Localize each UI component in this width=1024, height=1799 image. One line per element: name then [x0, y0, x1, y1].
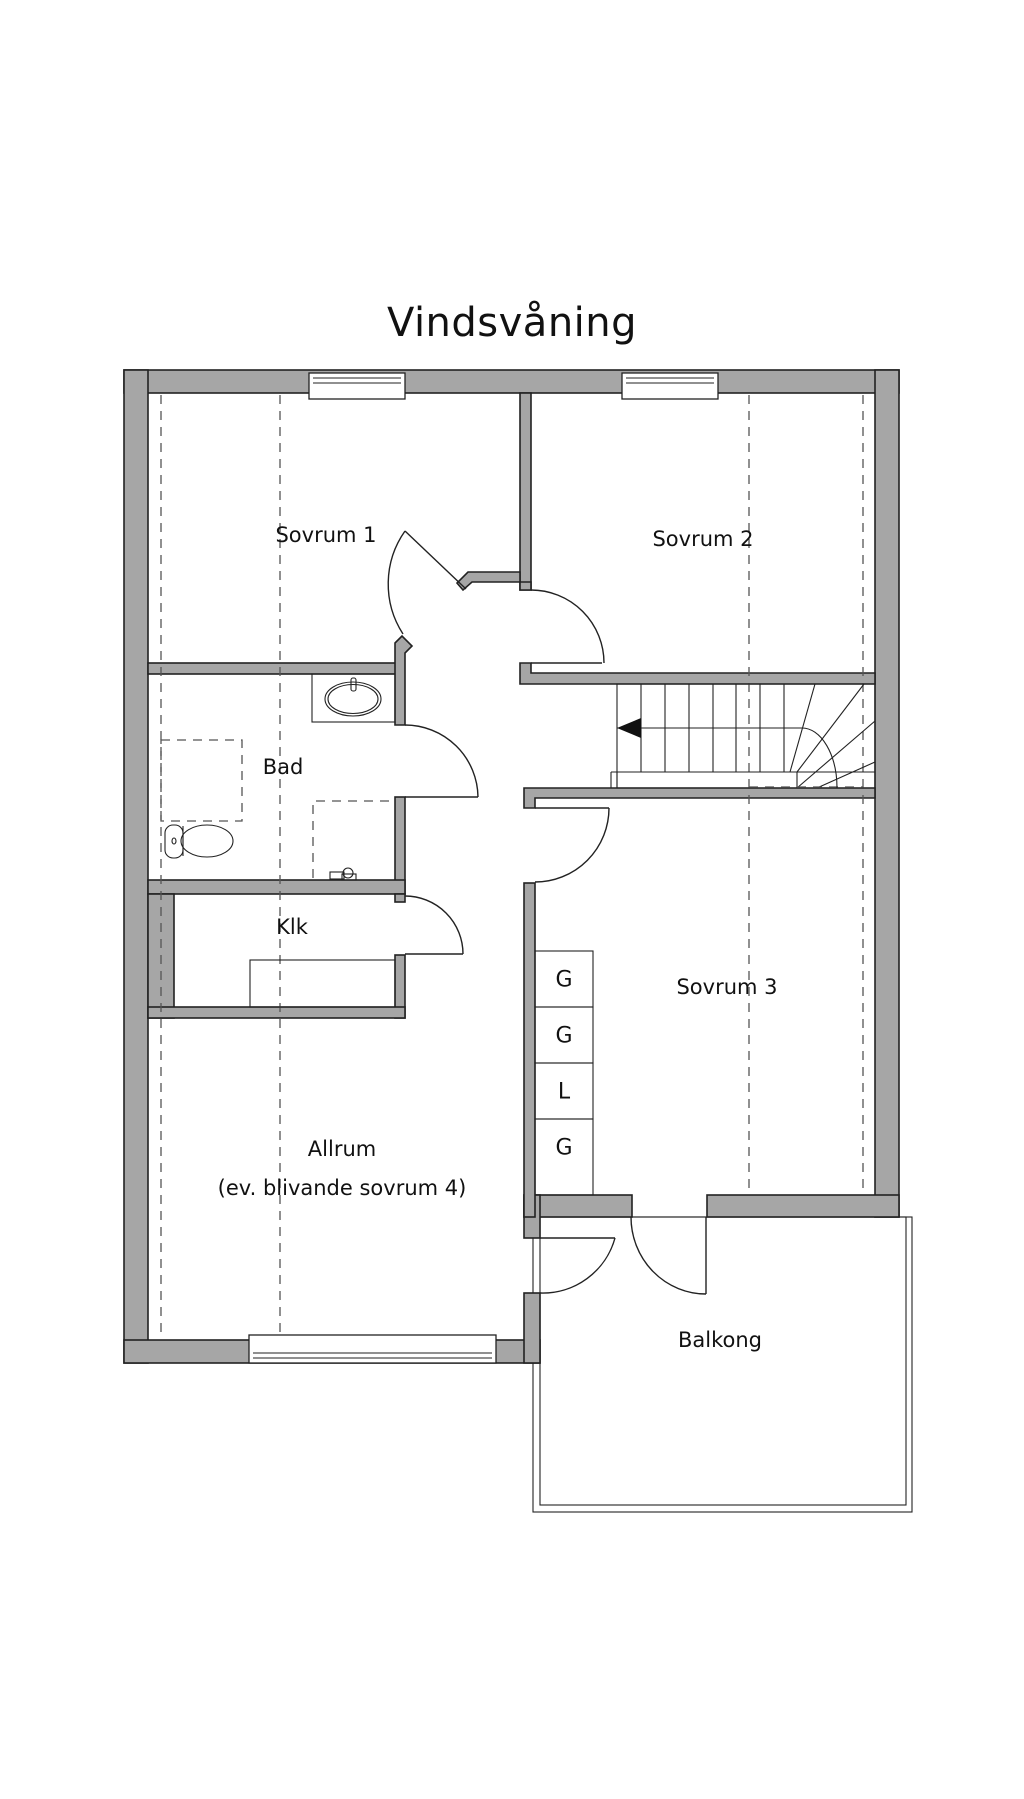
interior-walls	[147, 392, 876, 1218]
room-label-klk: Klk	[276, 915, 308, 940]
balcony-outline	[532, 1216, 913, 1513]
closet-label: G	[555, 967, 573, 993]
window-icon	[621, 372, 719, 400]
outer-walls	[123, 369, 900, 1364]
closet-label: G	[555, 1023, 573, 1049]
room-label-allrum-note: (ev. blivande sovrum 4)	[217, 1176, 467, 1201]
room-label-balkong: Balkong	[677, 1328, 763, 1353]
room-label-sovrum-3: Sovrum 3	[676, 975, 778, 1000]
door-swing-icon	[387, 530, 467, 635]
door-swing-icon	[530, 589, 605, 664]
room-label-sovrum-1: Sovrum 1	[275, 523, 377, 548]
klk-shelf	[249, 959, 396, 1008]
faucet-icon	[329, 867, 357, 881]
closet-block	[534, 950, 594, 1196]
door-swing-icon	[539, 1237, 616, 1294]
closet-label: G	[555, 1135, 573, 1161]
room-label-bad: Bad	[262, 755, 304, 780]
sink-icon	[311, 673, 396, 723]
door-swing-icon	[630, 1216, 707, 1295]
door-swing-icon	[404, 895, 464, 955]
door-swing-icon	[534, 807, 610, 883]
stair-direction-arrow-icon	[617, 718, 641, 738]
staircase-icon	[610, 683, 876, 789]
room-label-allrum: Allrum	[307, 1137, 377, 1162]
window-icon	[308, 372, 406, 400]
plan-title: Vindsvåning	[386, 300, 638, 346]
closet-label: L	[557, 1079, 571, 1105]
room-label-sovrum-2: Sovrum 2	[652, 527, 754, 552]
sloped-ceiling-line	[160, 395, 864, 1338]
door-swing-icon	[404, 724, 479, 798]
shower-area-icon	[160, 739, 395, 878]
toilet-icon	[164, 824, 234, 859]
window-icon	[248, 1334, 497, 1364]
